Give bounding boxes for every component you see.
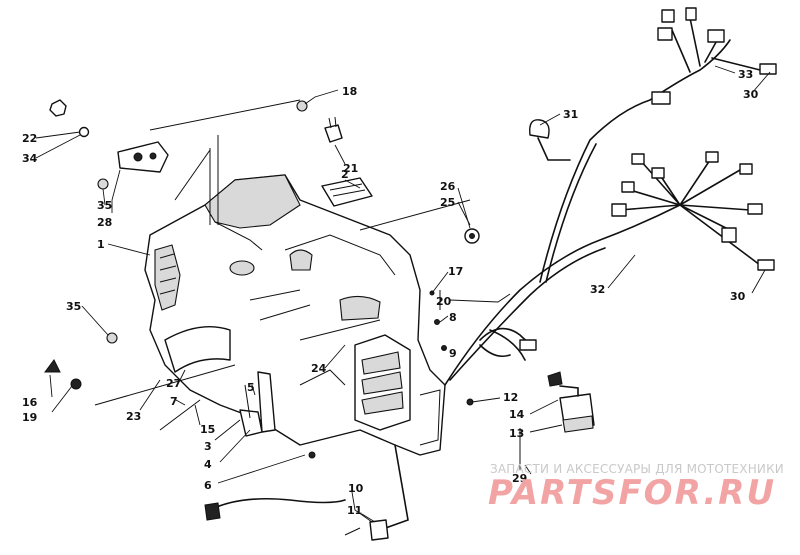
- callout-30-upper: 30: [743, 88, 759, 101]
- callout-29: 29: [512, 472, 527, 485]
- probe-7: [159, 399, 201, 431]
- callout-3: 3: [204, 440, 212, 453]
- callout-13: 13: [509, 427, 524, 440]
- watermark-tagline: ЗАПАСТИ И АКСЕССУАРЫ ДЛЯ МОТОТЕХНИКИ: [490, 462, 784, 476]
- connectors: [519, 7, 777, 351]
- watermark-logo: PARTSFOR.RU: [488, 473, 777, 513]
- callout-23: 23: [126, 410, 141, 423]
- callout-2: 2: [341, 168, 349, 181]
- callout-28: 28: [97, 216, 112, 229]
- bracket-28: [117, 141, 169, 173]
- plate-2: [321, 177, 373, 207]
- rod-23: [94, 364, 236, 406]
- callout-31: 31: [563, 108, 578, 121]
- callout-35-left: 35: [66, 300, 81, 313]
- callout-30-lower: 30: [730, 290, 746, 303]
- callout-22: 22: [22, 132, 37, 145]
- callout-15: 15: [200, 423, 215, 436]
- callout-20: 20: [436, 295, 452, 308]
- callout-4: 4: [204, 458, 212, 471]
- bracket-5: [257, 371, 276, 433]
- callout-5: 5: [247, 381, 255, 394]
- switch-13-14: [547, 371, 595, 433]
- cable-10: [379, 444, 409, 531]
- callout-16: 16: [22, 396, 38, 409]
- callout-8: 8: [449, 311, 457, 324]
- callout-21: 21: [343, 162, 358, 175]
- callout-12: 12: [503, 391, 518, 404]
- callout-27: 27: [166, 377, 181, 390]
- callout-34: 34: [22, 152, 38, 165]
- callout-labels: 1 2 3 4 5 6 7 8 9 10 11 12 13 14 15 16 1…: [22, 68, 759, 517]
- callout-6: 6: [204, 479, 212, 492]
- callout-18: 18: [342, 85, 357, 98]
- callout-26: 26: [440, 180, 456, 193]
- callout-35-upper: 35: [97, 199, 112, 212]
- callout-11: 11: [347, 504, 362, 517]
- probe-10: [344, 527, 361, 536]
- callout-10: 10: [348, 482, 364, 495]
- wiring-harness: [444, 17, 761, 386]
- console-housing: [144, 149, 446, 456]
- callout-25: 25: [440, 196, 455, 209]
- callout-14: 14: [509, 408, 525, 421]
- callout-1: 1: [97, 238, 105, 251]
- callout-32: 32: [590, 283, 605, 296]
- callout-7: 7: [170, 395, 178, 408]
- small-hardware: [44, 99, 480, 459]
- cable-6: [209, 497, 346, 511]
- callout-19: 19: [22, 411, 37, 424]
- callout-24: 24: [311, 362, 327, 375]
- leader-lines: [35, 65, 771, 523]
- callout-33: 33: [738, 68, 753, 81]
- callout-17: 17: [448, 265, 463, 278]
- callout-9: 9: [449, 347, 457, 360]
